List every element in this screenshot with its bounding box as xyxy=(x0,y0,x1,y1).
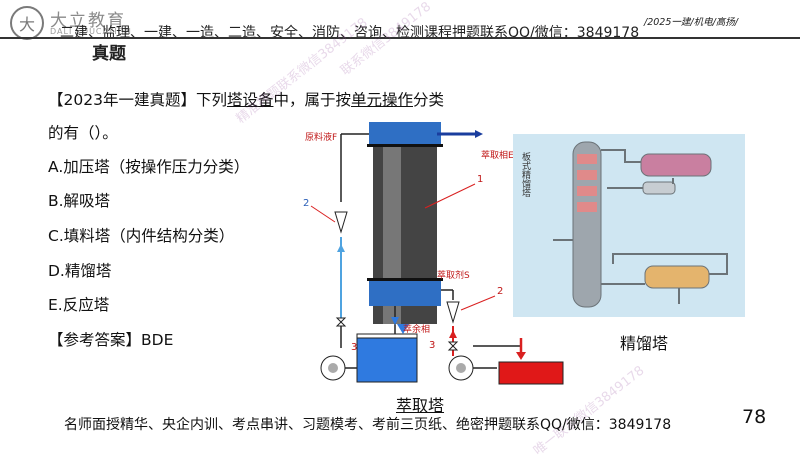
label-num-3-right: 3 xyxy=(429,340,435,351)
question-mid: 中，属于按 xyxy=(273,91,351,109)
flow-meter-right xyxy=(446,301,460,324)
header-divider xyxy=(0,37,800,39)
logo-text: 大立教育 xyxy=(50,11,126,31)
label-num-2-left: 2 xyxy=(303,198,309,209)
keyword-tower-equipment: 塔设备 xyxy=(226,91,274,109)
label-num-3-left: 3 xyxy=(351,342,357,353)
label-solvent-s: 萃取剂S xyxy=(437,269,470,281)
logo-mark: 大 xyxy=(10,6,44,40)
caption-extraction-tower: 萃取塔 xyxy=(396,396,445,415)
tower-bottom-section xyxy=(369,280,441,306)
question-line-1: 【2023年一建真题】下列塔设备中，属于按单元操作分类 xyxy=(48,88,444,110)
caption-distillation-tower: 精馏塔 xyxy=(620,334,669,353)
label-num-2-right: 2 xyxy=(497,286,503,297)
keyword-unit-operation: 单元操作 xyxy=(350,91,413,109)
option-c: C.填料塔（内件结构分类） xyxy=(48,227,235,245)
question-line-2: 的有（）。 xyxy=(48,124,118,142)
label-extract-e: 萃取相E xyxy=(481,149,514,161)
page-number: 78 xyxy=(742,406,767,428)
extraction-tower-diagram: 原料液F 萃取相E 萃取剂S 萃余相 1 2 2 3 3 xyxy=(303,122,564,385)
option-e: E.反应塔 xyxy=(48,296,110,314)
reboiler xyxy=(644,265,710,289)
condenser xyxy=(640,153,712,177)
tower-top-section xyxy=(369,122,441,144)
label-num-1: 1 xyxy=(477,174,483,185)
logo-subtext: DALI EDUCATION xyxy=(50,27,132,36)
footer-banner: 名师面授精华、央企内训、考点串讲、习题模考、考前三页纸、绝密押题联系QQ/微信：… xyxy=(64,417,672,433)
flow-meter-left xyxy=(334,211,348,234)
figure-title: 板式精馏塔 xyxy=(520,151,531,198)
distillation-tower-diagram: 板式精馏塔 xyxy=(513,134,745,317)
option-d: D.精馏塔 xyxy=(48,262,112,280)
question-prefix: 【2023年一建真题】下列 xyxy=(48,91,227,109)
solvent-tank xyxy=(498,361,564,385)
raffinate-tank xyxy=(356,337,418,383)
slide-subject: 真题 xyxy=(92,44,126,64)
column-shell xyxy=(572,141,602,308)
label-raw-feed: 原料液F xyxy=(305,131,337,143)
question-suffix: 分类 xyxy=(413,91,445,109)
label-raffinate: 萃余相 xyxy=(403,323,430,335)
header-tag: /2025一建/机电/高扬/ xyxy=(644,17,738,28)
option-a: A.加压塔（按操作压力分类） xyxy=(48,158,250,176)
option-b: B.解吸塔 xyxy=(48,192,111,210)
reference-answer: 【参考答案】BDE xyxy=(48,331,174,349)
logo: 大 大立教育 DALI EDUCATION xyxy=(10,6,170,40)
